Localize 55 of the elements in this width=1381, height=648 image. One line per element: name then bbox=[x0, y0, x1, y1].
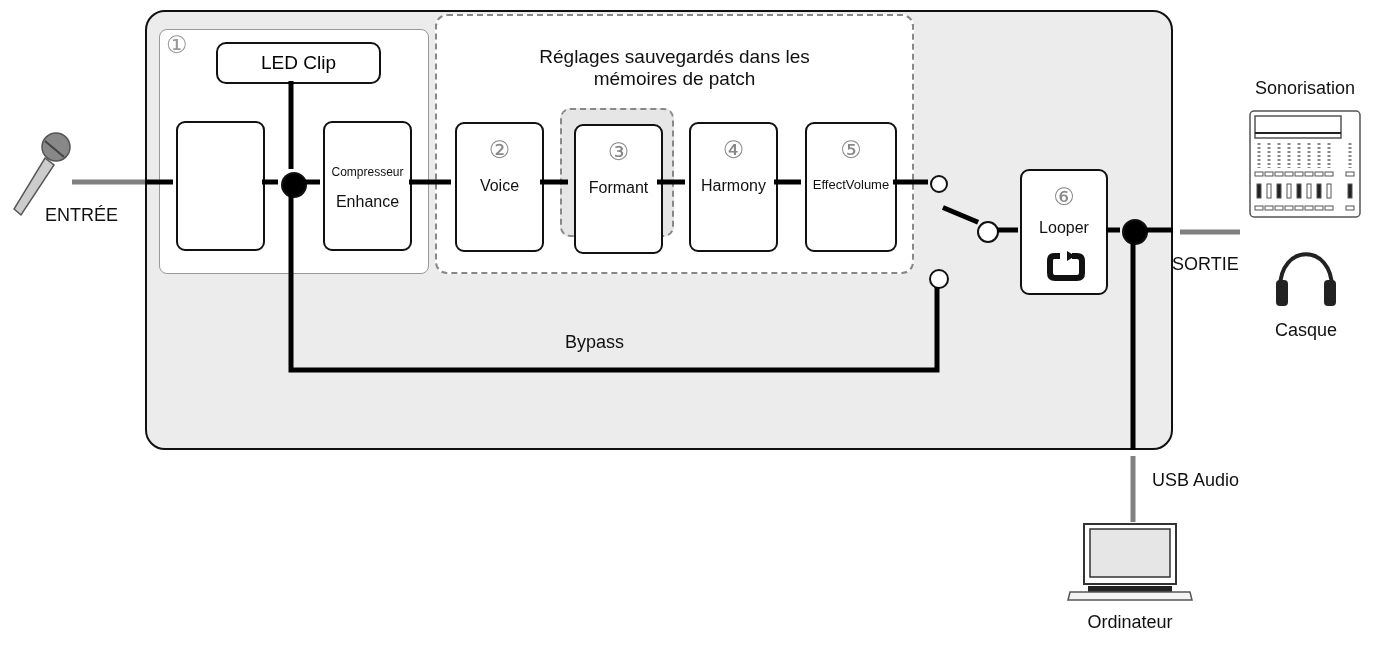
edge-label: Bypass bbox=[565, 332, 625, 353]
signal-line bbox=[409, 179, 451, 185]
dashed-region bbox=[435, 14, 914, 274]
signal-line bbox=[304, 179, 320, 185]
empty-block bbox=[176, 121, 265, 251]
switch-contact bbox=[929, 269, 949, 289]
section-number: ① bbox=[166, 31, 188, 59]
signal-line bbox=[893, 179, 928, 185]
effect-block bbox=[1020, 169, 1108, 295]
effect-block bbox=[689, 122, 778, 252]
signal-line bbox=[145, 179, 173, 185]
signal-line bbox=[1146, 227, 1173, 233]
signal-line bbox=[657, 179, 685, 185]
cable-line bbox=[1180, 229, 1240, 235]
edge-label: ENTRÉE bbox=[45, 205, 118, 226]
device-label: Ordinateur bbox=[1086, 612, 1174, 633]
cable-line bbox=[1130, 456, 1136, 522]
device-panel bbox=[145, 10, 1173, 450]
step-number: ④ bbox=[721, 138, 746, 162]
effect-block bbox=[805, 122, 897, 252]
block-label: Formant bbox=[587, 179, 650, 197]
signal-line bbox=[997, 227, 1018, 233]
device-label: Casque bbox=[1273, 320, 1338, 341]
block-label: Voice bbox=[478, 177, 521, 195]
cable-line bbox=[72, 179, 145, 185]
edge-label: USB Audio bbox=[1152, 470, 1240, 491]
step-number: ⑤ bbox=[839, 138, 863, 162]
block-label: Enhance bbox=[334, 193, 401, 211]
edge-label: SORTIE bbox=[1172, 254, 1239, 275]
signal-line bbox=[540, 179, 568, 185]
block-label: Harmony bbox=[700, 177, 767, 195]
junction-dot bbox=[281, 172, 307, 198]
indicator-box: LED Clip bbox=[216, 42, 381, 84]
switch-contact bbox=[930, 175, 948, 193]
signal-line bbox=[1130, 243, 1136, 450]
effect-block bbox=[574, 124, 663, 254]
signal-line bbox=[941, 205, 980, 225]
step-number: ② bbox=[487, 138, 512, 162]
signal-line bbox=[288, 195, 940, 373]
device-label: Sonorisation bbox=[1253, 78, 1357, 99]
signal-line bbox=[288, 81, 294, 169]
effect-block bbox=[455, 122, 544, 252]
signal-line bbox=[262, 179, 278, 185]
signal-line bbox=[1106, 227, 1120, 233]
step-number: ③ bbox=[606, 140, 631, 164]
junction-dot bbox=[1122, 219, 1148, 245]
signal-line bbox=[774, 179, 801, 185]
block-label: Compresseur bbox=[330, 165, 405, 179]
block-label: EffectVolume bbox=[811, 177, 891, 192]
process-block bbox=[323, 121, 412, 251]
switch-contact bbox=[977, 221, 999, 243]
region-title: Réglages sauvegardés dans les mémoires de patch bbox=[538, 46, 811, 90]
section-panel bbox=[159, 29, 429, 274]
block-label: Looper bbox=[1038, 219, 1090, 237]
step-number: ⑥ bbox=[1052, 185, 1076, 209]
